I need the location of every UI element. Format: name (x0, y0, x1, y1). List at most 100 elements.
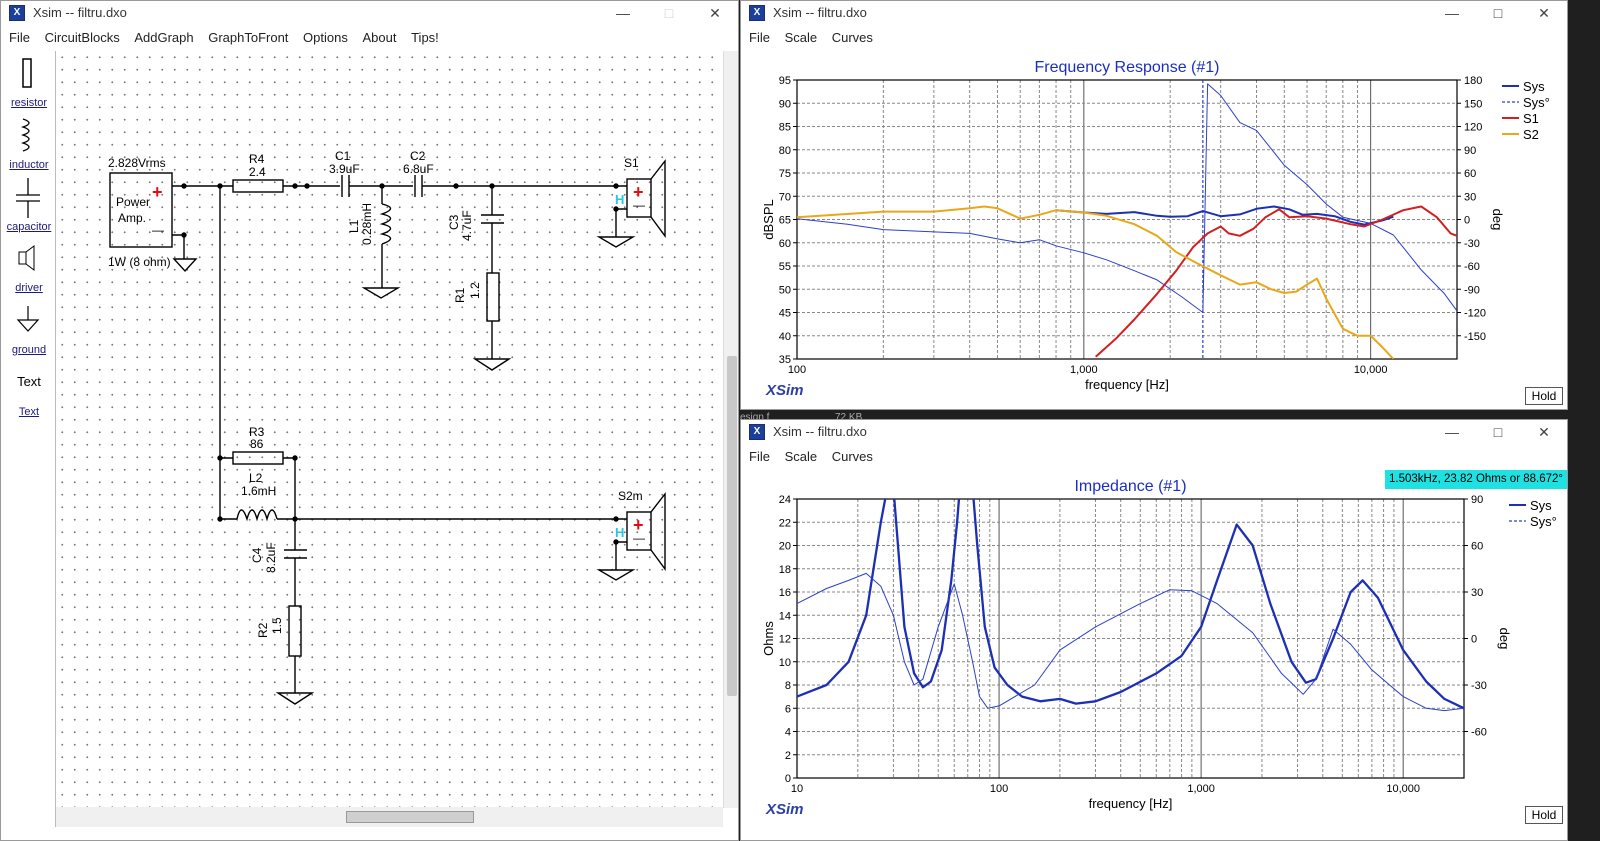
menu-file[interactable]: File (9, 30, 30, 45)
tool-text[interactable]: Text (18, 406, 40, 418)
vertical-scroll-thumb[interactable] (727, 356, 737, 696)
y2-tick-label: 180 (1464, 75, 1482, 87)
hold-button[interactable]: Hold (1525, 806, 1563, 824)
tool-inductor[interactable]: inductor (9, 159, 49, 171)
driver-icon[interactable] (17, 244, 39, 274)
c1-value: 3.9uF (329, 162, 360, 176)
menu-scale[interactable]: Scale (784, 449, 818, 464)
y-tick-label: 0 (785, 773, 791, 785)
tool-text-glyph[interactable]: Text (17, 374, 41, 389)
schematic-titlebar[interactable]: X Xsim -- filtru.dxo — □ ✕ (1, 1, 738, 25)
chart-title: Frequency Response (#1) (1035, 59, 1220, 76)
c3-name: C3 (447, 214, 461, 230)
y2-tick-label: -150 (1464, 331, 1486, 343)
x-tick-label: 10,000 (1354, 364, 1388, 376)
y2-tick-label: -60 (1464, 261, 1480, 273)
resistor-r1[interactable] (486, 272, 500, 322)
close-button[interactable]: ✕ (709, 5, 721, 21)
menu-scale[interactable]: Scale (784, 30, 818, 45)
legend-label: Sys (1523, 79, 1545, 94)
inductor-l1[interactable] (379, 203, 392, 245)
capacitor-c4[interactable] (284, 549, 307, 559)
frequency-response-chart[interactable]: 35404550556065707580859095-150-120-90-60… (741, 49, 1567, 409)
l2-value: 1.6mH (241, 484, 276, 498)
power-amp-block[interactable] (109, 172, 173, 248)
minimize-button[interactable]: — (616, 5, 630, 21)
x-axis-label: frequency [Hz] (1089, 796, 1173, 811)
hold-button[interactable]: Hold (1525, 387, 1563, 405)
menu-curves[interactable]: Curves (831, 30, 873, 45)
s2-minus-sign: — (633, 531, 645, 545)
legend-label: S2 (1523, 127, 1539, 142)
vertical-scrollbar[interactable] (723, 51, 738, 808)
inductor-l2[interactable] (236, 509, 278, 522)
y-tick-label: 8 (785, 680, 791, 692)
y-tick-label: 50 (779, 284, 791, 296)
xsim-logo: XSim (766, 801, 804, 818)
s1-name: S1 (624, 156, 639, 170)
y-tick-label: 70 (779, 191, 791, 203)
y-tick-label: 18 (779, 564, 791, 576)
resistor-r2[interactable] (288, 605, 302, 657)
menu-file[interactable]: File (749, 449, 770, 464)
y-tick-label: 20 (779, 541, 791, 553)
menu-graphtofront[interactable]: GraphToFront (208, 30, 289, 45)
maximize-button[interactable]: □ (1493, 5, 1503, 21)
legend-label: S1 (1523, 111, 1539, 126)
close-button[interactable]: ✕ (1538, 5, 1550, 21)
s2-plus-sign: + (633, 515, 644, 535)
tool-driver[interactable]: driver (15, 282, 43, 294)
legend-label: Sys° (1530, 514, 1557, 529)
y-tick-label: 90 (779, 98, 791, 110)
horizontal-scroll-thumb[interactable] (346, 811, 474, 823)
menu-circuitblocks[interactable]: CircuitBlocks (44, 30, 120, 45)
y2-tick-label: 0 (1464, 215, 1470, 227)
menu-file[interactable]: File (749, 30, 770, 45)
l1-name: L1 (347, 219, 361, 233)
imp-titlebar[interactable]: X Xsim -- filtru.dxo — □ ✕ (741, 420, 1567, 444)
resistor-r3[interactable] (232, 451, 284, 465)
r2-name: R2 (256, 622, 270, 638)
c1-name: C1 (335, 149, 351, 163)
capacitor-c1[interactable] (341, 175, 350, 197)
tool-resistor[interactable]: resistor (10, 97, 48, 109)
s2-h-marker: H (615, 525, 624, 540)
r3-name: R3 (249, 425, 265, 439)
frequency-response-window: X Xsim -- filtru.dxo — □ ✕ File Scale Cu… (740, 0, 1568, 410)
maximize-button[interactable]: □ (1493, 424, 1503, 440)
source-voltage-label: 2.828Vrms (108, 156, 166, 170)
y2-tick-label: 60 (1464, 168, 1476, 180)
capacitor-c3[interactable] (481, 214, 504, 224)
l2-name: L2 (249, 471, 263, 485)
resistor-r4[interactable] (232, 179, 284, 193)
maximize-button[interactable]: □ (664, 5, 674, 21)
menu-options[interactable]: Options (303, 30, 348, 45)
ground-icon[interactable] (15, 306, 41, 334)
minimize-button[interactable]: — (1445, 5, 1459, 21)
amp-plus-sign: + (152, 182, 163, 202)
capacitor-c2[interactable] (414, 175, 423, 197)
bottom-strip (1, 827, 738, 840)
horizontal-scrollbar[interactable] (56, 807, 723, 827)
speaker-s1[interactable] (626, 158, 666, 239)
freq-titlebar[interactable]: X Xsim -- filtru.dxo — □ ✕ (741, 1, 1567, 25)
x-tick-label: 10,000 (1386, 783, 1420, 795)
menu-tips[interactable]: Tips! (411, 30, 439, 45)
inductor-icon[interactable] (17, 117, 41, 157)
minimize-button[interactable]: — (1445, 424, 1459, 440)
speaker-s2[interactable] (626, 491, 666, 572)
menu-curves[interactable]: Curves (831, 449, 873, 464)
resistor-icon[interactable] (19, 57, 35, 91)
schematic-canvas[interactable] (56, 51, 723, 808)
tool-capacitor[interactable]: capacitor (6, 221, 52, 233)
menu-about[interactable]: About (362, 30, 397, 45)
tool-ground[interactable]: ground (11, 344, 47, 356)
menu-addgraph[interactable]: AddGraph (134, 30, 194, 45)
series-line-2 (797, 83, 1457, 313)
r4-value: 2.4 (249, 165, 266, 179)
plot-frame (796, 498, 1465, 779)
close-button[interactable]: ✕ (1538, 424, 1550, 440)
r3-value: 86 (250, 437, 264, 451)
capacitor-icon[interactable] (13, 178, 43, 218)
